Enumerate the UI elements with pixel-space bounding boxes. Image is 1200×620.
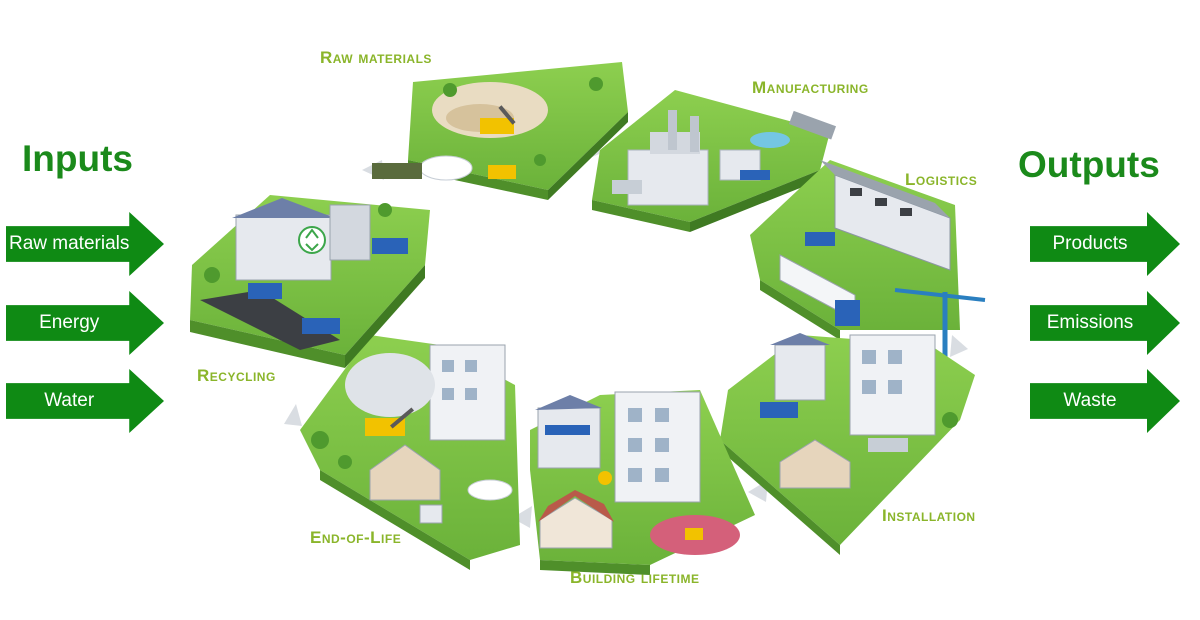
- truck-icon: [372, 238, 408, 254]
- stage-label-manufacturing: Manufacturing: [752, 78, 869, 98]
- chimney-icon: [668, 110, 677, 150]
- stage-label-raw-materials: Raw materials: [320, 48, 432, 68]
- truck-icon: [248, 283, 282, 299]
- stage-label-logistics: Logistics: [905, 170, 977, 190]
- truck-cab-icon: [835, 300, 860, 326]
- building-lifetime-island: [530, 390, 755, 575]
- excavator-icon: [480, 118, 514, 134]
- stage-label-installation: Installation: [882, 506, 976, 526]
- truck-icon: [740, 170, 770, 180]
- truck-icon: [760, 402, 798, 418]
- rubble-pile: [345, 353, 435, 417]
- stage-label-recycling: Recycling: [197, 366, 276, 386]
- wagon-icon: [372, 163, 422, 179]
- cycle-arrow-logistics-to-installation: [950, 335, 968, 357]
- truck-icon: [302, 318, 340, 334]
- stage-label-building-lifetime: Building lifetime: [570, 568, 700, 588]
- loader-icon: [488, 165, 516, 179]
- office-building: [538, 408, 600, 468]
- car-icon: [598, 471, 612, 485]
- raw-materials-island: [372, 62, 628, 200]
- house-building: [775, 345, 825, 400]
- cycle-arrow-endoflife-to-recycling: [284, 404, 302, 426]
- stage-label-end-of-life: End-of-Life: [310, 528, 401, 548]
- factory-building: [628, 150, 708, 205]
